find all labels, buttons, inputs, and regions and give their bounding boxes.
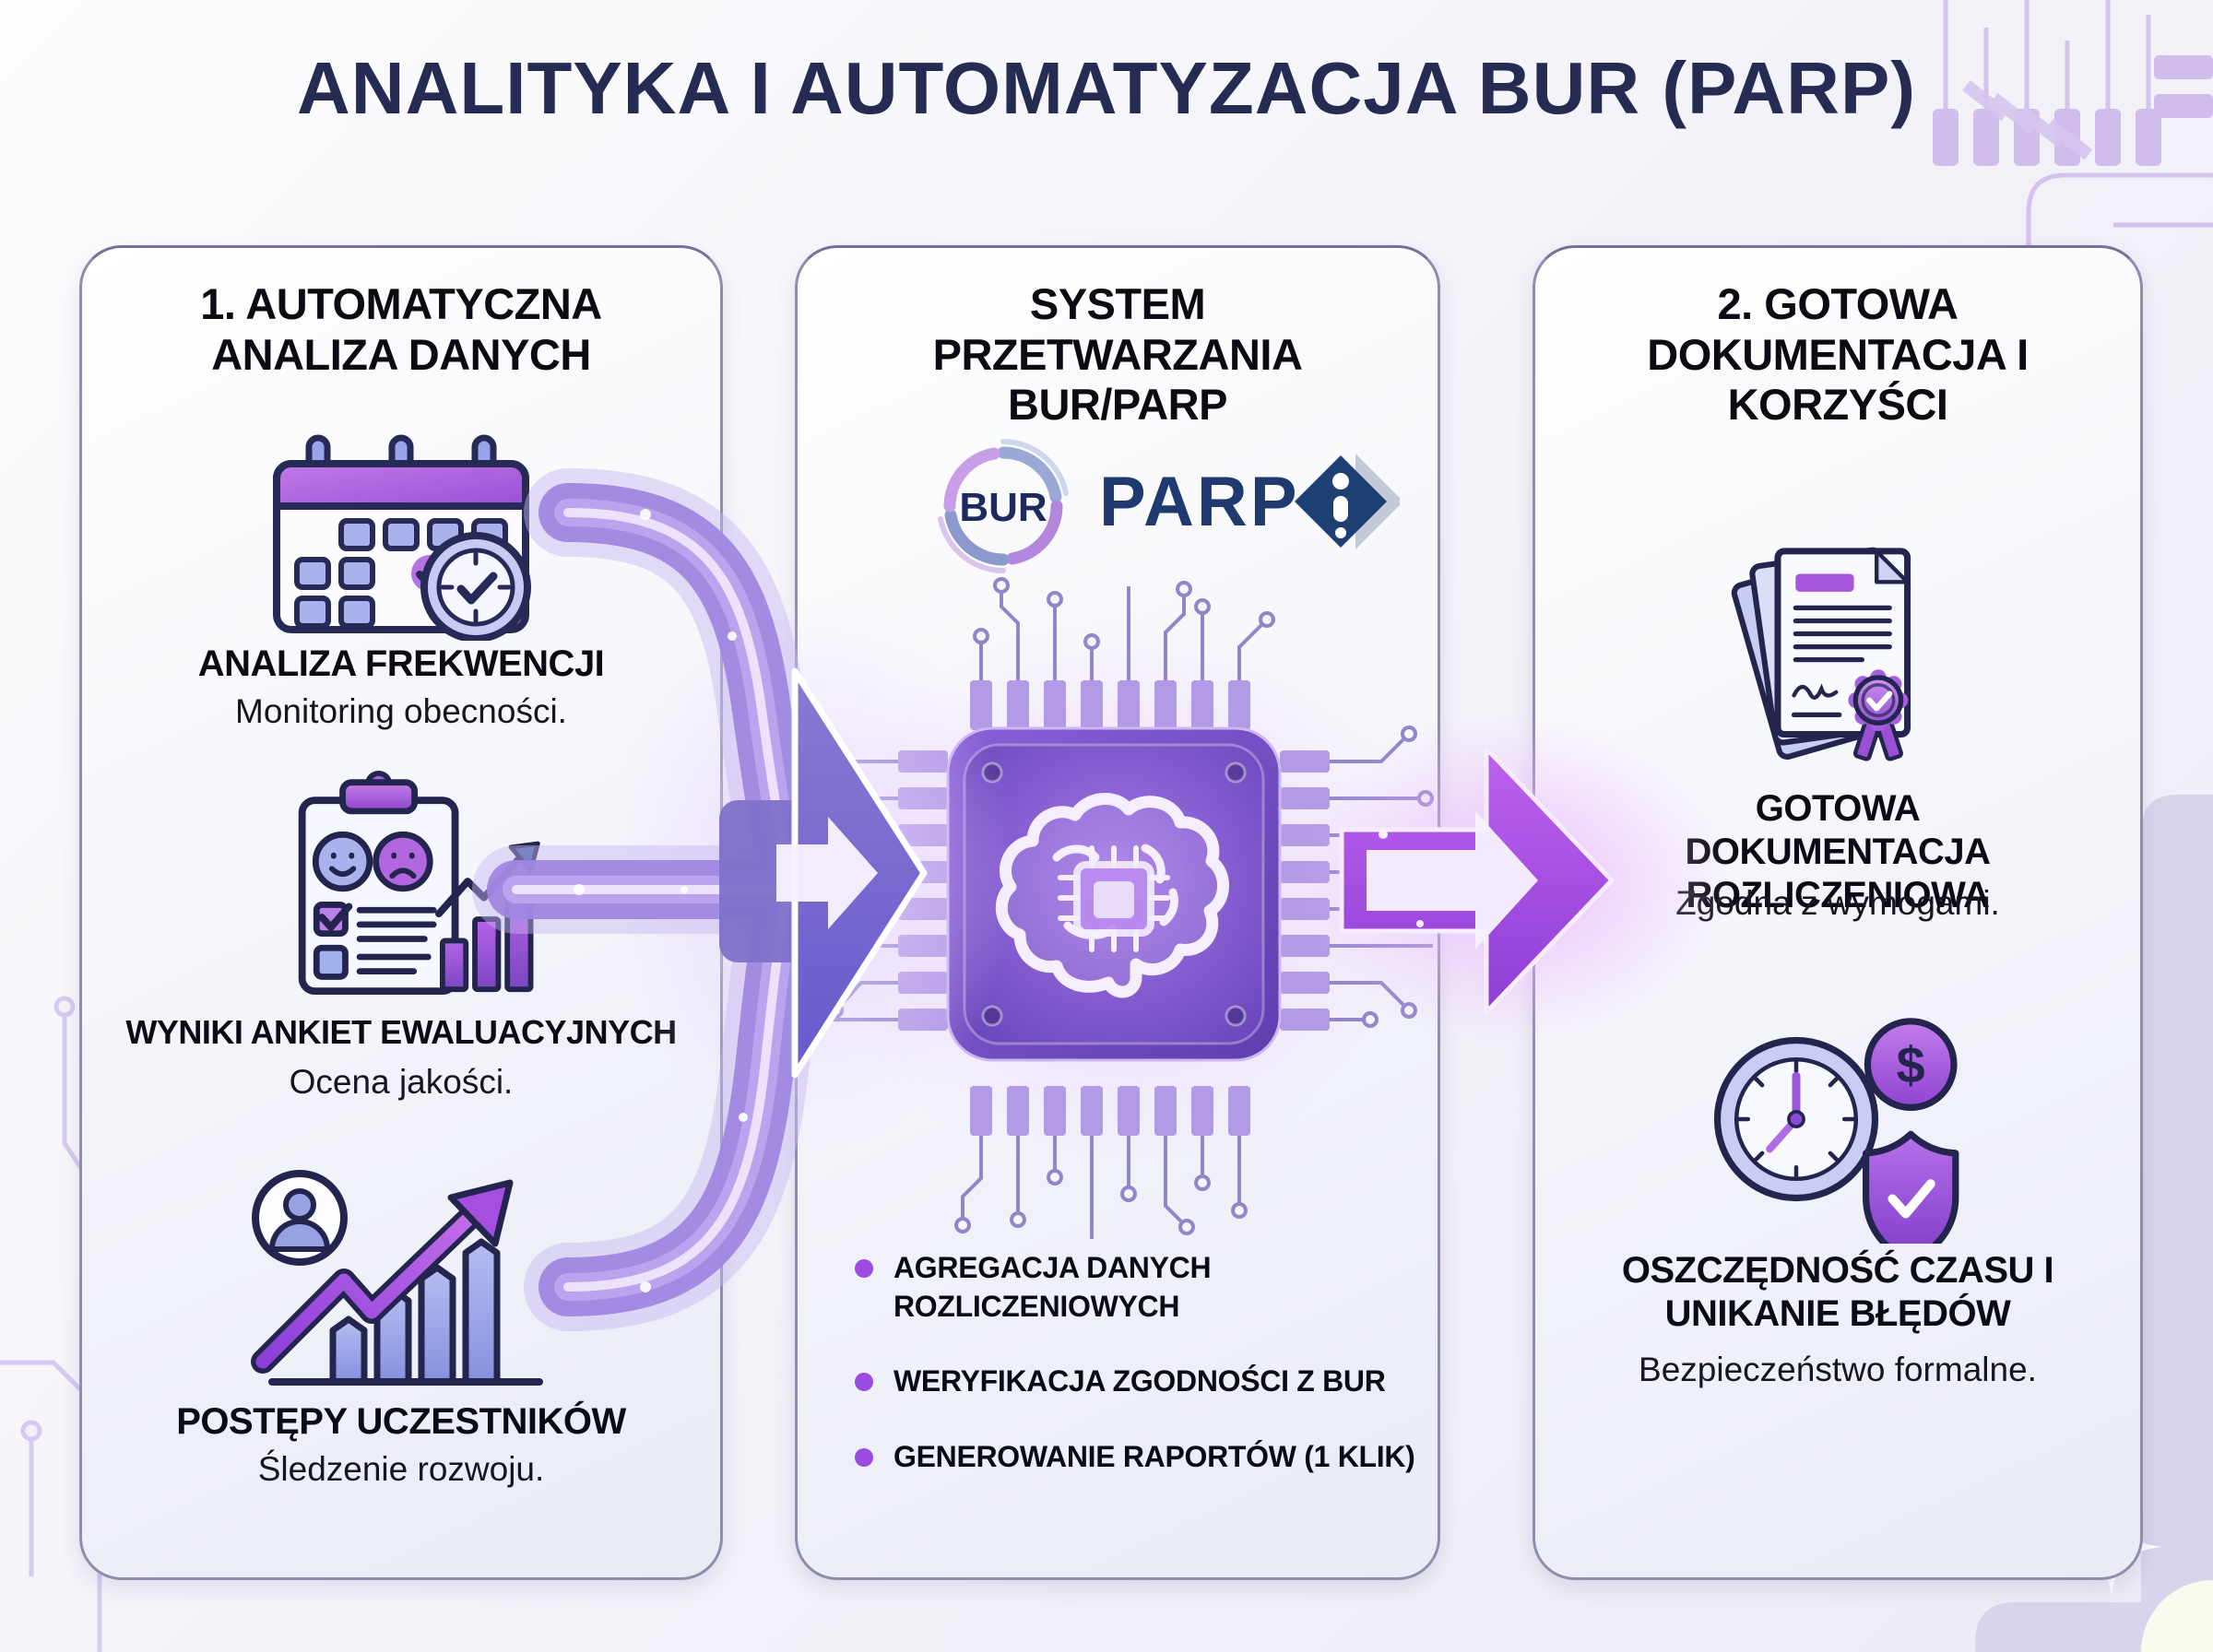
circuit-hatch-marks bbox=[1962, 79, 2093, 160]
data-sparkle-dots bbox=[574, 509, 748, 1292]
processing-features-list: AGREGACJA DANYCH ROZLICZENIOWYCH WERYFIK… bbox=[855, 1249, 1426, 1513]
item-heading: GOTOWA DOKUMENTACJA ROZLICZENIOWA bbox=[1685, 788, 1991, 916]
brain-icon bbox=[995, 793, 1229, 998]
page-title: ANALITYKA I AUTOMATYZACJA BUR (PARP) bbox=[297, 47, 1916, 129]
data-sparkle-dots bbox=[1379, 830, 1424, 927]
parp-logo-text: PARP bbox=[1099, 463, 1300, 541]
parp-logo: PARP bbox=[1099, 454, 1400, 549]
item-subtext: Ocena jakości. bbox=[289, 1063, 514, 1101]
dollar-symbol: $ bbox=[1897, 1035, 1925, 1093]
list-item: GENEROWANIE RAPORTÓW (1 KLIK) bbox=[855, 1438, 1426, 1477]
bullet-dot bbox=[855, 1259, 873, 1278]
item-subtext: Śledzenie rozwoju. bbox=[257, 1450, 545, 1488]
mini-chip-icon bbox=[1058, 845, 1170, 952]
right-panel-title: 2. GOTOWA DOKUMENTACJA I KORZYŚCI bbox=[1647, 279, 2029, 430]
bullet-dot bbox=[855, 1447, 873, 1467]
item-heading: OSZCZĘDNOŚĆ CZASU I UNIKANIE BŁĘDÓW bbox=[1621, 1250, 2054, 1335]
time-money-shield-icon: $ bbox=[1713, 1018, 1959, 1244]
left-converging-arrow bbox=[516, 509, 1014, 1292]
item-heading: WYNIKI ANKIET EWALUACYJNYCH bbox=[125, 1013, 677, 1051]
bullet-dot bbox=[855, 1373, 873, 1392]
corner-lavender-shapes bbox=[1975, 795, 2213, 1652]
certificate-badge bbox=[1848, 669, 1909, 761]
item-subtext: Bezpieczeństwo formalne. bbox=[1639, 1351, 2037, 1388]
participant-progress-icon bbox=[251, 1170, 543, 1386]
list-item: WERYFIKACJA ZGODNOŚCI Z BUR bbox=[855, 1363, 1426, 1401]
item-heading: POSTĘPY UCZESTNIKÓW bbox=[176, 1401, 626, 1442]
panel-automatic-data-analysis: 1. AUTOMATYCZNA ANALIZA DANYCH bbox=[79, 245, 723, 1580]
item-subtext: Monitoring obecności. bbox=[235, 692, 567, 730]
bur-logo-text: BUR bbox=[959, 485, 1047, 530]
left-panel-title: 1. AUTOMATYCZNA ANALIZA DANYCH bbox=[200, 279, 602, 379]
calendar-clock-icon bbox=[273, 434, 531, 641]
list-item: AGREGACJA DANYCH ROZLICZENIOWYCH bbox=[855, 1249, 1426, 1326]
parp-logo-diamond bbox=[1295, 454, 1400, 549]
middle-panel-title: SYSTEM PRZETWARZANIA BUR/PARP bbox=[932, 279, 1303, 430]
evaluation-survey-icon bbox=[298, 770, 540, 995]
certified-documents-icon bbox=[1731, 547, 1911, 761]
bur-logo: BUR bbox=[938, 439, 1069, 573]
item-heading: ANALIZA FREKWENCJI bbox=[197, 643, 605, 684]
right-output-arrow bbox=[1291, 714, 1734, 1046]
